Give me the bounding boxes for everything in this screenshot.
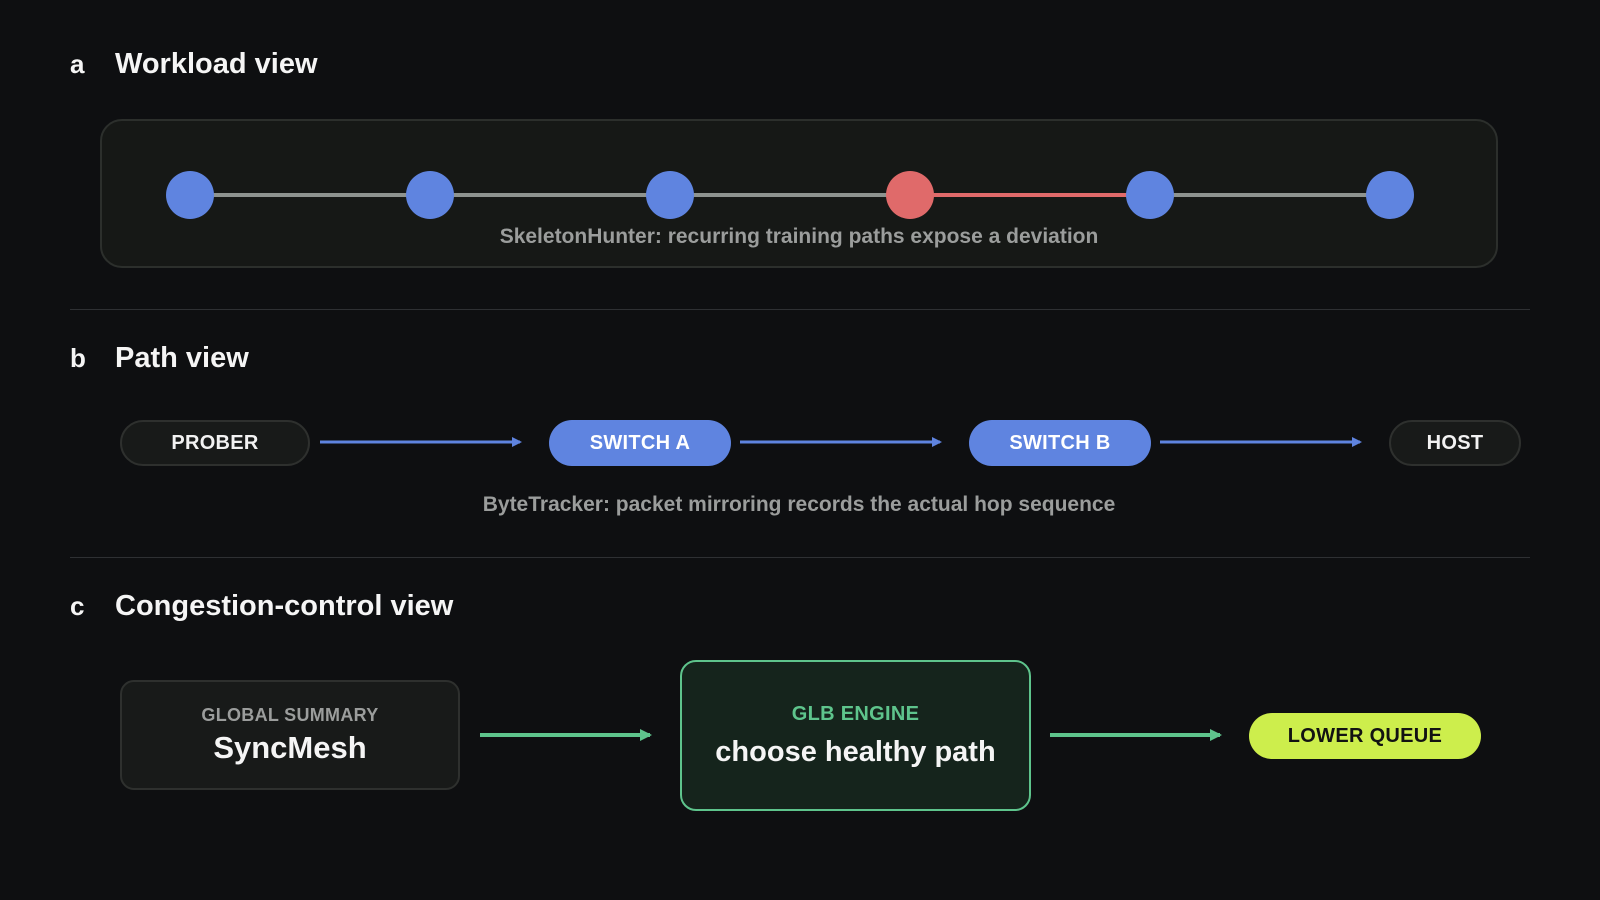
hop-prober: PROBER (120, 420, 310, 466)
divider-a-b (70, 309, 1530, 310)
section-c-header: c Congestion-control view (70, 590, 453, 623)
divider-b-c (70, 557, 1530, 558)
workload-chain (166, 171, 1414, 219)
workload-node-2 (406, 171, 454, 219)
hop-switch-a: SWITCH A (549, 420, 731, 466)
section-c-letter: c (70, 591, 85, 621)
workload-node-4-deviation (886, 171, 934, 219)
workload-caption: SkeletonHunter: recurring training paths… (499, 225, 1099, 248)
hop-switch-b: SWITCH B (969, 420, 1151, 466)
section-a-letter: a (70, 49, 85, 79)
glb-engine-box: GLB ENGINE choose healthy path (680, 660, 1031, 811)
summary-kicker: GLOBAL SUMMARY (201, 704, 379, 725)
section-b-title: Path view (115, 342, 249, 374)
path-caption: ByteTracker: packet mirroring records th… (482, 493, 1116, 516)
workload-node-1 (166, 171, 214, 219)
lower-queue-pill: LOWER QUEUE (1249, 713, 1481, 759)
workload-node-5 (1126, 171, 1174, 219)
section-a-header: a Workload view (70, 48, 318, 81)
engine-action: choose healthy path (715, 735, 996, 768)
section-a-title: Workload view (115, 48, 318, 80)
workload-node-6 (1366, 171, 1414, 219)
summary-name: SyncMesh (213, 729, 367, 765)
section-b-letter: b (70, 343, 86, 373)
section-c-title: Congestion-control view (115, 590, 454, 622)
global-summary-box: GLOBAL SUMMARY SyncMesh (120, 680, 460, 790)
engine-kicker: GLB ENGINE (791, 702, 920, 725)
hop-host: HOST (1389, 420, 1521, 466)
section-b-header: b Path view (70, 342, 249, 375)
workload-node-3 (646, 171, 694, 219)
